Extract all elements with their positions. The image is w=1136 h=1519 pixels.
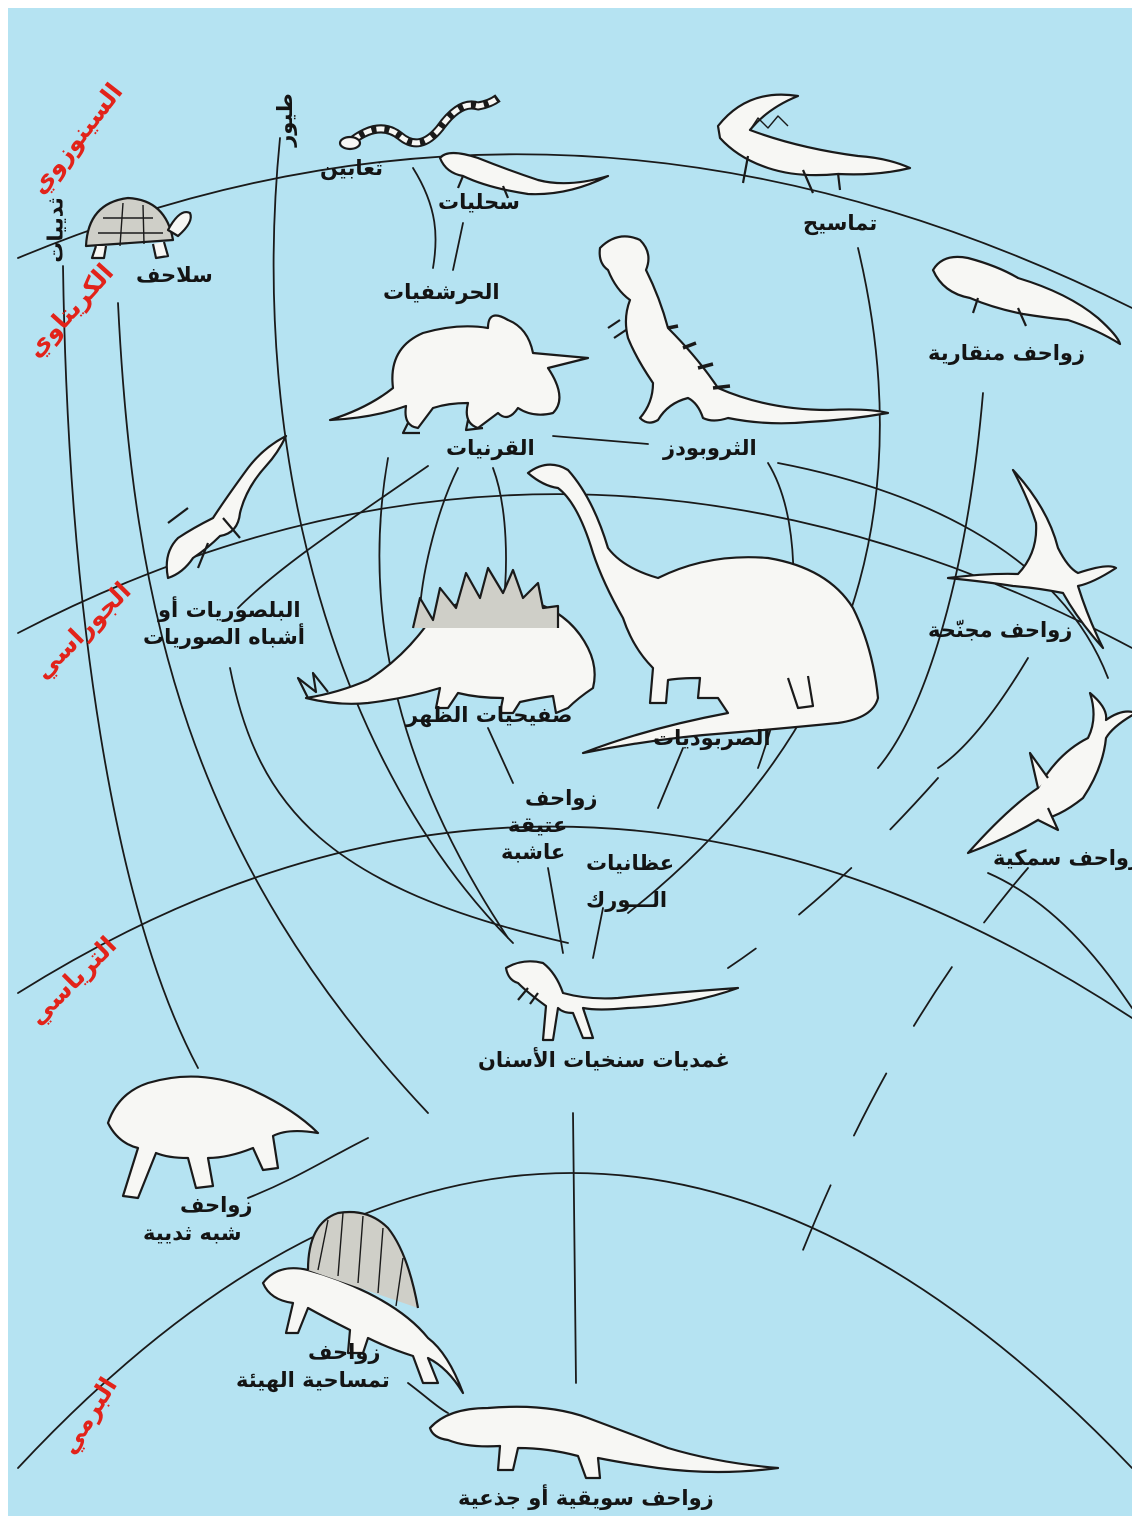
cotylosaur-illustration bbox=[430, 1407, 778, 1478]
rhynchosaur-illustration bbox=[933, 257, 1120, 344]
pelycosaur-illustration bbox=[263, 1212, 463, 1393]
label-pelycosaurs-2: تمساحية الهيئة bbox=[236, 1368, 390, 1392]
label-snakes: ثعابين bbox=[320, 156, 383, 180]
label-birds: طيور bbox=[273, 93, 297, 147]
triceratops-illustration bbox=[330, 316, 588, 434]
label-hipbones-2: الـــورك bbox=[586, 888, 667, 912]
label-crocodiles: تماسيح bbox=[803, 211, 877, 235]
sauropod-illustration bbox=[528, 465, 878, 753]
label-ornithischians: القرنيات bbox=[446, 436, 535, 460]
label-mammals: ثدييات bbox=[44, 197, 68, 262]
lineage-thecodonts-root bbox=[573, 1113, 576, 1383]
link-snakes-lizards bbox=[413, 168, 436, 268]
label-thecodonts: غمديات سنخيات الأسنان bbox=[478, 1048, 730, 1072]
crocodile-illustration bbox=[718, 95, 910, 193]
lineage-pelycosaurs-root bbox=[408, 1383, 448, 1413]
label-sauropods: الصربوديات bbox=[653, 726, 771, 750]
stegosaurus-illustration bbox=[298, 568, 595, 713]
label-stegosaurs: صفيحيات الظهر bbox=[406, 703, 572, 727]
link-lizards-squamates bbox=[453, 223, 463, 270]
link-ornith-stego bbox=[420, 468, 458, 608]
label-cotylosaurs: زواحف سويقية أو جذعية bbox=[458, 1486, 714, 1510]
ichthyosaur-illustration bbox=[968, 693, 1132, 853]
lineage-ichthyosaurs-dashed bbox=[788, 868, 1028, 1288]
label-pterosaurs: زواحف مجنّحة bbox=[928, 618, 1072, 642]
label-lizards: سحليات bbox=[438, 190, 520, 214]
era-boundary-jurassic-triassic bbox=[18, 827, 1132, 1018]
diagram-artwork bbox=[8, 8, 1132, 1516]
link-ornithischia-theropod bbox=[553, 436, 648, 444]
label-plesiosaurs-2: أشباه الصوريات bbox=[143, 625, 305, 649]
diagram-frame: السينوزوي الكريتاوي الجوراسي الترياسي ال… bbox=[8, 8, 1132, 1516]
lineage-birds bbox=[274, 138, 513, 943]
link-ichthyo bbox=[988, 873, 1132, 1008]
label-mammal-like-1: زواحف bbox=[180, 1193, 253, 1217]
label-squamates: الحرشفيات bbox=[383, 280, 500, 304]
label-mammal-like-2: شبه ثديية bbox=[143, 1221, 241, 1245]
lineage-pterosaurs-dashed bbox=[728, 778, 938, 968]
label-pelycosaurs-1: زواحف bbox=[308, 1340, 381, 1364]
label-hipbones-1: عظانيات bbox=[586, 851, 674, 875]
link-hip-thecodont bbox=[593, 908, 603, 958]
snake-illustration bbox=[340, 98, 498, 149]
label-prosauropods-2: عتيقة bbox=[508, 813, 567, 837]
label-theropods: الثروبودز bbox=[663, 436, 757, 460]
label-plesiosaurs-1: البلصوريات أو bbox=[158, 598, 301, 622]
link-stego-prosaur bbox=[488, 728, 513, 783]
plesiosaur-illustration bbox=[167, 436, 286, 578]
link-crocodile-rhyncho bbox=[238, 466, 428, 608]
lineage-pterosaurs bbox=[938, 658, 1028, 768]
theropod-illustration bbox=[600, 236, 888, 423]
label-prosauropods-3: عاشبة bbox=[501, 840, 565, 864]
label-rhynchosaurs: زواحف منقارية bbox=[928, 341, 1085, 365]
label-prosauropods-1: زواحف bbox=[525, 786, 598, 810]
label-turtles: سلاحف bbox=[136, 263, 213, 287]
thecodont-illustration bbox=[506, 961, 738, 1040]
link-sauropod-hip bbox=[658, 748, 683, 808]
label-ichthyosaurs: زواحف سمكية bbox=[993, 846, 1132, 870]
turtle-illustration bbox=[86, 198, 191, 258]
